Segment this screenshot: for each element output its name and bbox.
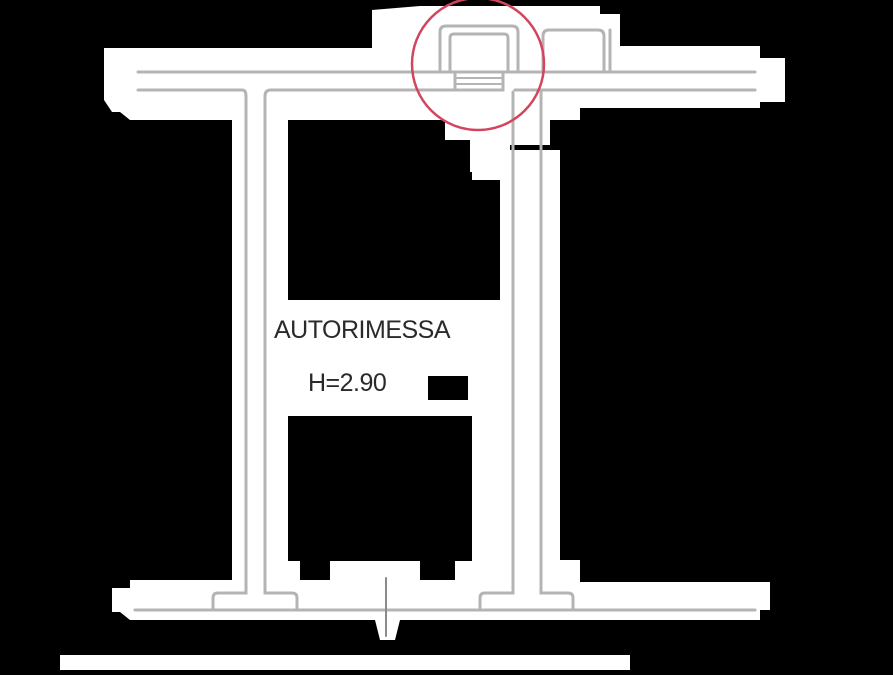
highlight-circle <box>410 0 546 132</box>
top-wall-inner-left <box>136 88 248 592</box>
pier-left-b <box>263 588 299 612</box>
wall-lines <box>133 24 757 637</box>
pier-right-b <box>539 588 575 612</box>
niche-inner <box>448 32 510 74</box>
redacted-regions <box>288 120 472 580</box>
wall-opening-top <box>453 70 505 92</box>
pier-right-a <box>478 588 515 612</box>
room-height-label: H=2.90 <box>308 369 387 397</box>
room-name-label: AUTORIMESSA <box>274 316 451 344</box>
pier-left-a <box>211 588 248 612</box>
top-wall-inner-mid <box>263 88 458 592</box>
niche-outer <box>438 24 520 74</box>
niche-right-outer <box>541 28 606 74</box>
